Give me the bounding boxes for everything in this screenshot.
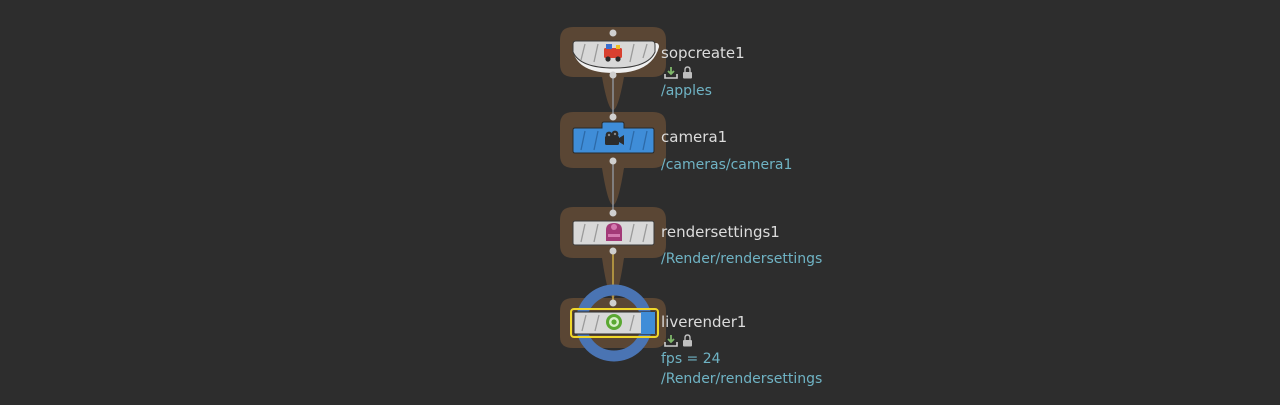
camera-icon xyxy=(605,130,624,145)
output-connector[interactable] xyxy=(609,71,617,79)
download-icon xyxy=(664,335,678,347)
node-path-sopcreate1: /apples xyxy=(661,83,712,99)
node-flags-sopcreate1 xyxy=(664,66,693,79)
node-path-liverender1: /Render/rendersettings xyxy=(661,371,823,387)
render-settings-icon xyxy=(606,223,622,241)
toy-train-icon xyxy=(604,44,622,62)
display-flag[interactable] xyxy=(641,312,655,334)
node-path-rendersettings1: /Render/rendersettings xyxy=(661,251,823,267)
node-liverender1[interactable] xyxy=(570,299,659,338)
node-sopcreate1[interactable] xyxy=(572,29,659,79)
node-info-liverender1: fps = 24 xyxy=(661,351,721,367)
selection-outline xyxy=(570,308,659,338)
input-connector[interactable] xyxy=(609,29,617,37)
input-connector[interactable] xyxy=(609,209,617,217)
output-connector[interactable] xyxy=(609,157,617,165)
node-path-camera1: /cameras/camera1 xyxy=(661,157,793,173)
node-camera1[interactable] xyxy=(572,113,655,165)
output-connector[interactable] xyxy=(609,247,617,255)
node-name-sopcreate1[interactable]: sopcreate1 xyxy=(661,44,745,62)
node-flags-liverender1 xyxy=(664,334,693,347)
input-connector[interactable] xyxy=(609,299,617,307)
node-rendersettings1[interactable] xyxy=(572,209,655,255)
download-icon xyxy=(664,67,678,79)
node-name-liverender1[interactable]: liverender1 xyxy=(661,313,747,331)
live-render-icon xyxy=(606,314,622,330)
node-name-camera1[interactable]: camera1 xyxy=(661,128,728,146)
input-connector[interactable] xyxy=(609,113,617,121)
lock-icon xyxy=(683,334,692,347)
lock-icon xyxy=(683,66,692,79)
node-name-rendersettings1[interactable]: rendersettings1 xyxy=(661,223,780,241)
